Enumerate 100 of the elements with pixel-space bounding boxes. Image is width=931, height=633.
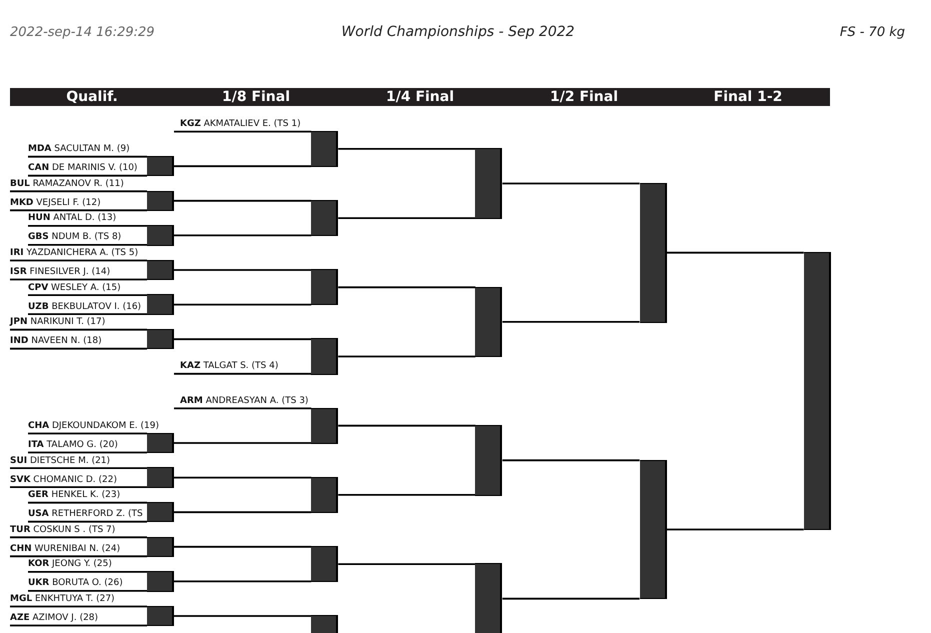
bracket-line (502, 182, 640, 184)
bracket-line (28, 571, 147, 573)
match-bar (147, 571, 174, 592)
bracket-line (28, 156, 147, 158)
competitor-name: CAN DE MARINIS V. (10) (28, 163, 138, 176)
match-bar (311, 130, 338, 167)
bracket-line (174, 442, 312, 444)
bracket-line (338, 494, 476, 496)
column-header: 1/2 Final (550, 88, 618, 106)
competitor-name: KOR JEONG Y. (25) (28, 559, 112, 572)
competitor-name: SVK CHOMANIC D. (22) (10, 474, 117, 488)
bracket-line (502, 459, 640, 462)
timestamp: 2022-sep-14 16:29:29 (10, 25, 155, 41)
match-bar (475, 424, 502, 496)
bracket-line (338, 286, 476, 288)
match-bar (147, 225, 174, 246)
column-header: Final 1-2 (714, 88, 782, 106)
bracket-line (174, 165, 312, 168)
bracket-line (174, 130, 312, 132)
bracket-line (28, 244, 147, 246)
bracket-line (174, 580, 312, 582)
bracket-line (174, 546, 312, 548)
match-bar (640, 182, 667, 323)
bracket-line (174, 269, 312, 271)
competitor-name: IRI YAZDANICHERA A. (TS 5) (10, 248, 138, 260)
bracket-line (28, 452, 147, 454)
competitor-name: SUI DIETSCHE M. (21) (10, 456, 110, 468)
bracket-line (10, 190, 147, 192)
competitor-name: KAZ TALGAT S. (TS 4) (174, 361, 278, 374)
competitor-name: USA RETHERFORD Z. (TS (28, 509, 143, 522)
match-bar (311, 200, 338, 236)
bracket-line (174, 338, 312, 340)
bracket-line (10, 278, 147, 280)
header-band (10, 88, 830, 106)
weight-class-label: FS - 70 kg (840, 25, 905, 41)
competitor-name: MGL ENKHTUYA T. (27) (10, 594, 115, 606)
bracket-line (28, 294, 147, 296)
competitor-name: GER HENKEL K. (23) (28, 490, 120, 503)
column-header: 1/8 Final (222, 88, 290, 106)
bracket-line (338, 356, 476, 358)
bracket-line (502, 321, 640, 323)
match-bar (311, 269, 338, 306)
match-bar (147, 328, 174, 350)
match-bar (147, 536, 174, 558)
competitor-name: GBS NDUM B. (TS 8) (28, 232, 122, 245)
bracket-line (338, 217, 476, 219)
match-bar (147, 190, 174, 212)
bracket-line (10, 486, 147, 488)
bracket-line (10, 260, 147, 262)
match-bar (147, 606, 174, 626)
match-bar (311, 476, 338, 513)
competitor-name: CHN WURENIBAI N. (24) (10, 544, 120, 556)
bracket-line (666, 528, 804, 530)
bracket-line (174, 234, 312, 236)
competitor-name: CHA DJEKOUNDAKOM E. (19) (28, 421, 159, 434)
match-bar (311, 338, 338, 375)
match-bar (311, 615, 338, 633)
bracket-line (174, 304, 312, 306)
match-bar (475, 148, 502, 219)
bracket-line (502, 598, 640, 600)
match-bar (147, 156, 174, 176)
bracket-line (174, 615, 312, 617)
bracket-line (28, 502, 147, 504)
bracket-line (28, 174, 147, 177)
competitor-name: KGZ AKMATALIEV E. (TS 1) (174, 119, 301, 132)
bracket-line (338, 424, 476, 427)
match-bar (147, 294, 174, 315)
bracket-line (10, 328, 147, 331)
bracket-line (174, 200, 312, 202)
competitor-name: JPN NARIKUNI T. (17) (10, 317, 106, 330)
competitor-name: ARM ANDREASYAN A. (TS 3) (174, 396, 308, 408)
match-bar (147, 502, 174, 522)
bracket-line (28, 225, 147, 227)
competitor-name: TUR COSKUN S . (TS 7) (10, 524, 116, 538)
bracket-line (174, 372, 312, 375)
column-header: 1/4 Final (386, 88, 454, 106)
match-bar (147, 432, 174, 454)
competitor-name: UZB BEKBULATOV I. (16) (28, 302, 142, 314)
bracket-line (10, 555, 147, 558)
bracket-line (28, 590, 147, 592)
bracket-line (174, 476, 312, 478)
match-bar (640, 460, 667, 600)
match-bar (311, 408, 338, 444)
bracket-line (10, 209, 147, 212)
bracket-line (10, 467, 147, 469)
bracket-line (174, 511, 312, 514)
match-bar (475, 563, 502, 633)
page-title: World Championships - Sep 2022 (341, 24, 575, 40)
match-bar (475, 286, 502, 358)
bracket-line (10, 348, 147, 350)
bracket-line (174, 408, 312, 410)
match-bar (311, 546, 338, 582)
bracket-line (338, 563, 476, 565)
competitor-name: MDA SACULTAN M. (9) (28, 144, 130, 157)
competitor-name: UKR BORUTA O. (26) (28, 578, 123, 591)
match-bar (147, 467, 174, 488)
competitor-name: IND NAVEEN N. (18) (10, 336, 102, 349)
competitor-name: HUN ANTAL D. (13) (28, 213, 116, 226)
competitor-name: AZE AZIMOV J. (28) (10, 613, 98, 626)
bracket-line (10, 624, 147, 626)
